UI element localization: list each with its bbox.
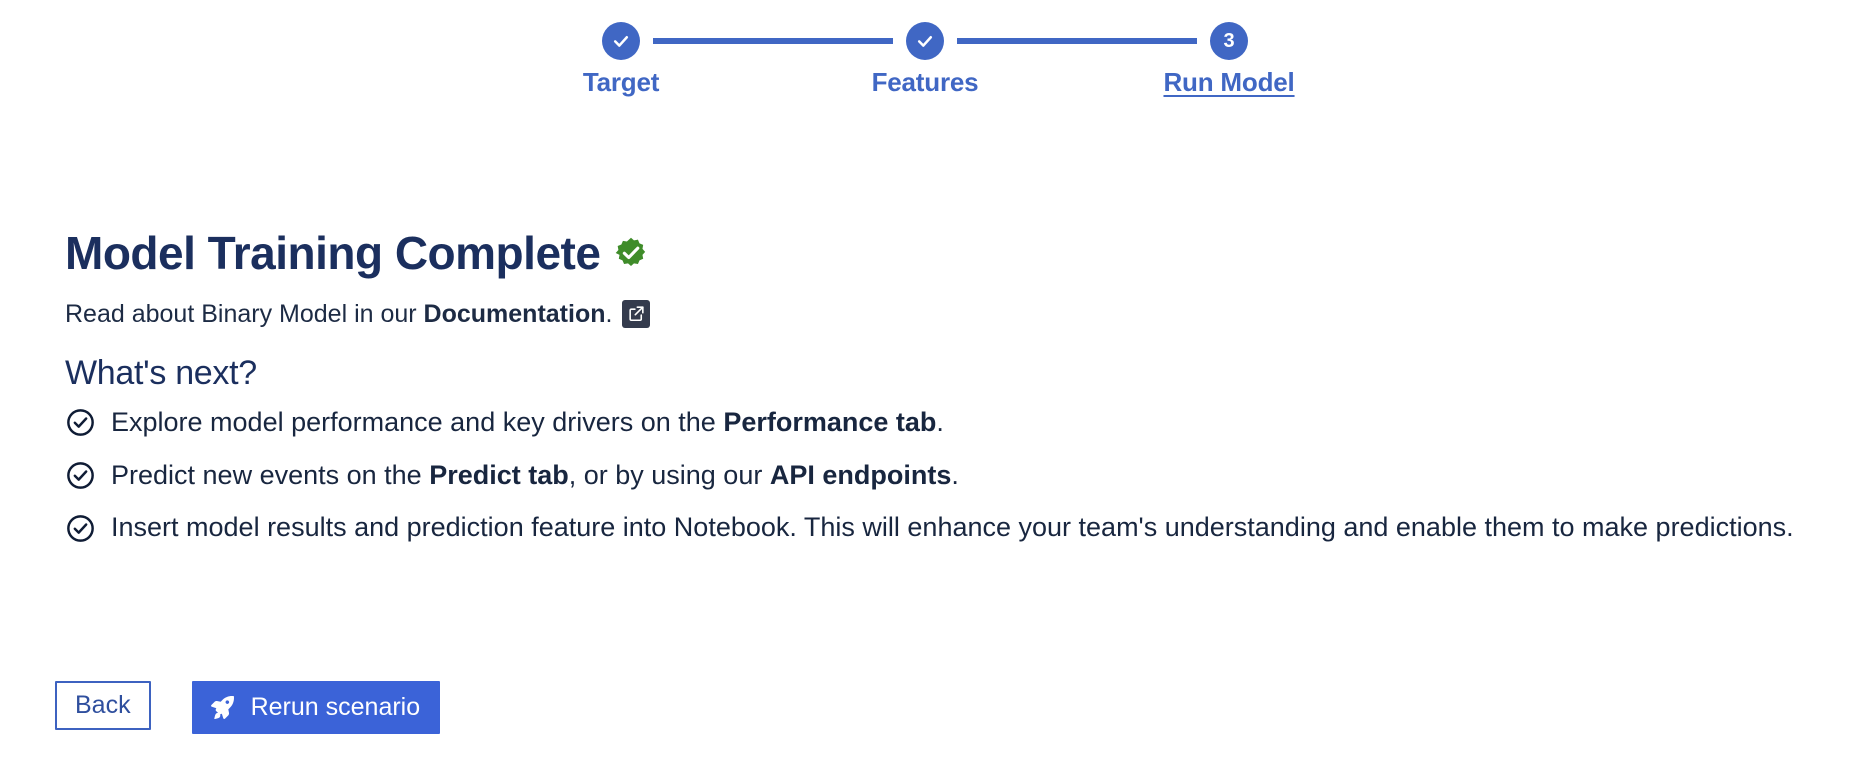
api-endpoints-link[interactable]: API endpoints	[769, 459, 952, 490]
check-icon	[611, 31, 631, 51]
check-circle-icon	[65, 407, 96, 438]
page-title: Model Training Complete	[65, 227, 601, 279]
title-row: Model Training Complete	[65, 228, 1830, 279]
main-content: Model Training Complete Read about Binar…	[65, 228, 1830, 564]
list-item-prefix: Explore model performance and key driver…	[111, 406, 724, 437]
list-item: Insert model results and prediction feat…	[65, 511, 1830, 545]
stepper-step-features[interactable]: Features	[872, 22, 979, 98]
list-item: Predict new events on the Predict tab, o…	[65, 459, 1830, 493]
stepper: Target Features 3 Run Model	[0, 22, 1850, 98]
check-circle-icon	[65, 513, 96, 544]
stepper-label-target[interactable]: Target	[582, 67, 660, 97]
list-item-prefix: Predict new events on the	[111, 459, 430, 490]
stepper-label-features[interactable]: Features	[871, 67, 979, 97]
list-item-suffix: .	[951, 459, 959, 490]
action-button-row: Back Rerun scenario	[55, 681, 441, 734]
whats-next-heading: What's next?	[65, 353, 257, 392]
doc-line-prefix: Read about Binary Model in our	[65, 299, 424, 328]
list-item-text: Predict new events on the Predict tab, o…	[111, 459, 959, 493]
list-item-text: Explore model performance and key driver…	[111, 406, 944, 440]
documentation-line: Read about Binary Model in our Documenta…	[65, 299, 1830, 329]
stepper-label-run-model[interactable]: Run Model	[1163, 67, 1295, 97]
step-marker-complete	[906, 22, 944, 60]
performance-tab-link[interactable]: Performance tab	[723, 406, 937, 437]
verified-badge-icon	[614, 236, 648, 270]
stepper-step-run-model[interactable]: 3 Run Model	[1163, 22, 1295, 98]
documentation-link[interactable]: Documentation	[423, 299, 606, 328]
back-button[interactable]: Back	[55, 681, 151, 730]
list-item-text: Insert model results and prediction feat…	[111, 511, 1794, 545]
check-icon	[915, 31, 935, 51]
predict-tab-link[interactable]: Predict tab	[429, 459, 569, 490]
doc-line-suffix: .	[605, 299, 613, 328]
list-item-prefix: Insert model results and prediction feat…	[111, 512, 1794, 543]
next-steps-list: Explore model performance and key driver…	[65, 406, 1830, 545]
stepper-step-target[interactable]: Target	[583, 22, 659, 98]
list-item-suffix: .	[936, 406, 944, 437]
stepper-connector-2	[957, 38, 1197, 44]
external-link-icon[interactable]	[622, 299, 651, 328]
stepper-connector-1	[653, 38, 893, 44]
step-number-label: 3	[1223, 30, 1235, 52]
rerun-scenario-button[interactable]: Rerun scenario	[191, 681, 441, 734]
step-marker-complete	[602, 22, 640, 60]
list-item-middle: , or by using our	[568, 459, 770, 490]
step-marker-number: 3	[1210, 22, 1248, 60]
check-circle-icon	[65, 460, 96, 491]
rocket-icon	[208, 693, 237, 722]
rerun-scenario-label: Rerun scenario	[250, 693, 421, 721]
list-item: Explore model performance and key driver…	[65, 406, 1830, 440]
